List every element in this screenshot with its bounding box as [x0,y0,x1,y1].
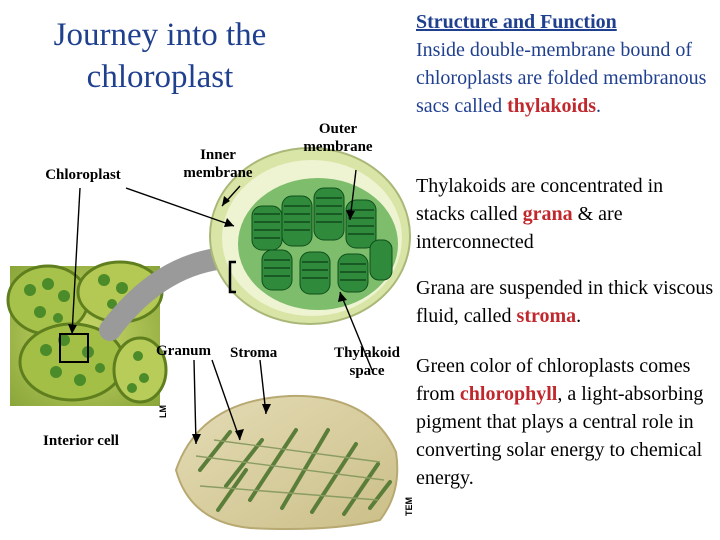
term-stroma: stroma [516,305,577,327]
label-inner-membrane: Inner membrane [183,147,253,181]
tem-tag: TEM [404,497,414,516]
p2-text-b: & are interconnected [416,203,623,253]
lm-tag: LM [158,405,168,418]
label-granum: Granum [156,343,212,359]
label-chloroplast: Chloroplast [45,167,121,183]
p4-text: Green color of chloroplasts comes from [416,355,691,405]
label-stroma: Stroma [230,345,278,361]
section-heading: Structure and Function [416,11,617,33]
p3-end: . [576,305,582,327]
p3-text: Grana are suspended in thick viscous flu… [416,277,714,327]
paragraph-grana: Thylakoids are concentrated in stacks ca… [416,172,716,256]
label-thylakoid-space: Thylakoid space [334,345,400,379]
page-title: Journey into the chloroplast [53,17,267,95]
term-grana: grana [522,203,573,225]
p1-text: Inside double-membrane bound of chloropl… [416,39,707,117]
paragraph-chlorophyll: Green color of chloroplasts comes from c… [416,352,710,492]
paragraph-thylakoids: Inside double-membrane bound of chloropl… [416,36,720,120]
chloroplast-illustration [209,147,411,325]
label-outer-membrane: Outer membrane [303,121,373,155]
term-thylakoids: thylakoids [507,95,597,117]
p1-end: . [596,95,602,117]
p2-text: Thylakoids are concentrated in stacks ca… [416,175,664,225]
paragraph-stroma: Grana are suspended in thick viscous flu… [416,274,716,330]
p4-text-b: , a light-absorbing pigment that plays a… [416,383,704,489]
term-chlorophyll: chlorophyll [459,383,558,405]
label-interior-cell: Interior cell [43,433,119,449]
micrograph-tem [174,394,399,530]
